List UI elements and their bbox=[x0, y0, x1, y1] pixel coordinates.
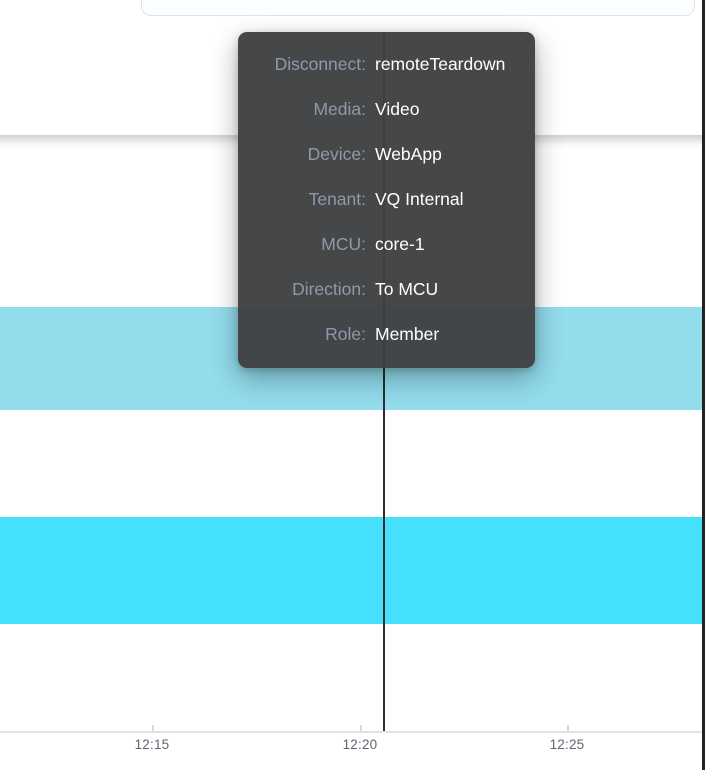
tooltip-field-label: Device: bbox=[307, 144, 366, 164]
crosshair-line bbox=[383, 33, 385, 731]
tooltip-field-label: Role: bbox=[325, 324, 366, 344]
x-axis-tick bbox=[360, 725, 362, 731]
chart-tooltip: Disconnect: remoteTeardown Media: Video … bbox=[238, 32, 535, 368]
tooltip-field-value: Member bbox=[375, 324, 440, 344]
tooltip-field-value: Video bbox=[375, 99, 420, 119]
x-axis-label: 12:25 bbox=[549, 737, 585, 752]
tooltip-row-mcu: MCU: core-1 bbox=[252, 222, 521, 267]
x-axis-tick bbox=[152, 725, 154, 731]
tooltip-row-device: Device: WebApp bbox=[252, 132, 521, 177]
tooltip-field-value: WebApp bbox=[375, 144, 442, 164]
tooltip-field-value: To MCU bbox=[375, 279, 439, 299]
tooltip-row-role: Role: Member bbox=[252, 312, 521, 357]
tooltip-row-tenant: Tenant: VQ Internal bbox=[252, 177, 521, 222]
x-axis-label: 12:20 bbox=[342, 737, 378, 752]
x-axis-label: 12:15 bbox=[134, 737, 170, 752]
window-edge-strip bbox=[702, 0, 705, 770]
tooltip-field-value: remoteTeardown bbox=[375, 54, 506, 74]
tooltip-field-value: VQ Internal bbox=[375, 189, 464, 209]
x-axis-tick bbox=[567, 725, 569, 731]
tooltip-field-label: Media: bbox=[313, 99, 366, 119]
x-axis-line bbox=[0, 731, 702, 733]
tooltip-field-label: MCU: bbox=[321, 234, 366, 254]
tooltip-field-value: core-1 bbox=[375, 234, 425, 254]
tooltip-field-label: Direction: bbox=[292, 279, 366, 299]
timeline-bar-row-2[interactable] bbox=[0, 517, 702, 624]
tooltip-row-direction: Direction: To MCU bbox=[252, 267, 521, 312]
tooltip-row-disconnect: Disconnect: remoteTeardown bbox=[252, 42, 521, 87]
tooltip-field-label: Tenant: bbox=[308, 189, 366, 209]
tooltip-row-media: Media: Video bbox=[252, 87, 521, 132]
tooltip-field-label: Disconnect: bbox=[274, 54, 366, 74]
upper-panel-bottom-edge bbox=[141, 0, 695, 16]
